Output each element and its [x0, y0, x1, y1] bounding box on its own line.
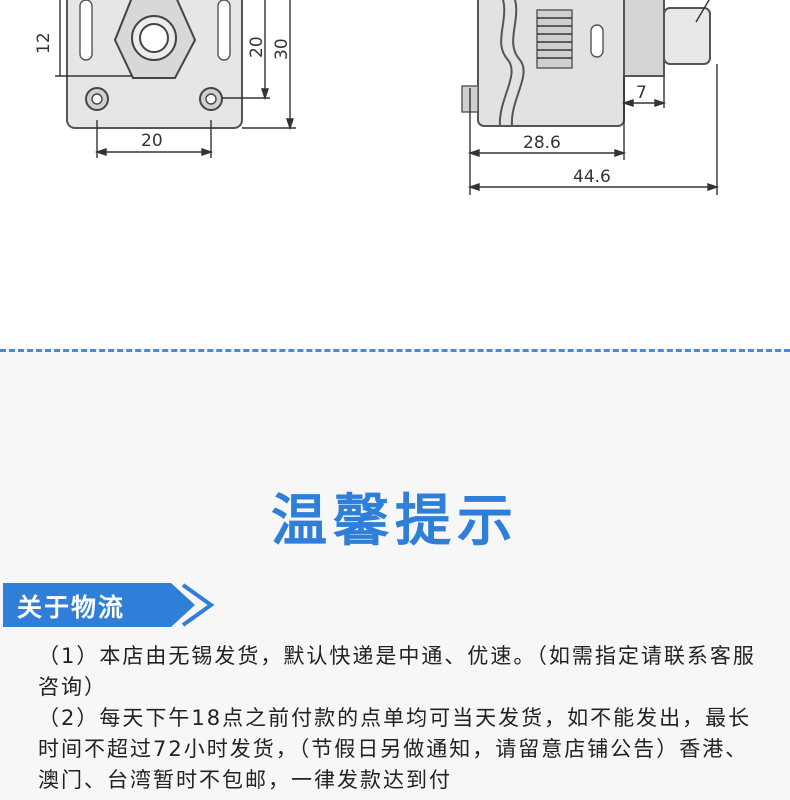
front-view [55, 0, 296, 158]
dim-label-7: 7 [636, 83, 647, 103]
notice-body: （1）本店由无锡发货，默认快递是中通、优速。（如需指定请联系客服咨询） （2）每… [38, 641, 758, 796]
dim-label-12: 12 [34, 32, 54, 54]
side-view [461, 0, 720, 195]
section-tag-label: 关于物流 [17, 593, 126, 622]
dim-label-28-6: 28.6 [523, 133, 561, 153]
notice-title: 温馨提示 [271, 489, 519, 554]
section-tag-arrow-icon [3, 583, 215, 627]
notice-item: （2）每天下午18点之前付款的点单均可当天发货，如不能发出，最长时间不超过72小… [38, 706, 752, 792]
dim-label-20-horizontal: 20 [141, 131, 163, 151]
notice-panel: 温馨提示 关于物流 （1）本店由无锡发货，默认快递是中通、优速。（如需指定请联系… [0, 349, 790, 800]
dim-label-44-6: 44.6 [573, 167, 611, 187]
notice-item: （1）本店由无锡发货，默认快递是中通、优速。（如需指定请联系客服咨询） [38, 644, 756, 699]
section-tag: 关于物流 [3, 583, 215, 627]
dim-label-20-vertical: 20 [247, 36, 267, 58]
dimension-drawing: 12 20 30 20 7 28.6 44.6 [34, 0, 720, 195]
dim-label-30: 30 [272, 38, 292, 60]
